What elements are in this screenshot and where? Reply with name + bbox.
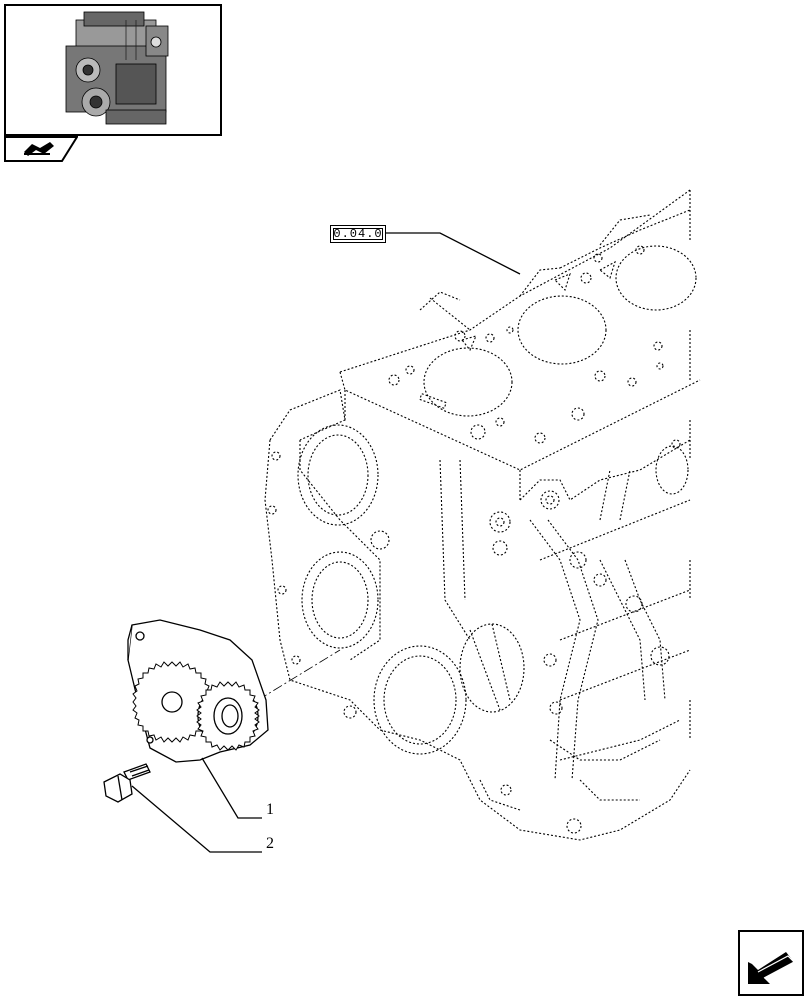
callout-1-leader xyxy=(201,757,262,819)
reference-label: 0.04.0 xyxy=(333,227,383,241)
next-page-arrow-icon xyxy=(748,952,795,984)
book-open-icon[interactable] xyxy=(4,136,78,162)
callout-1: 1 xyxy=(266,801,274,818)
bolt xyxy=(103,763,151,803)
next-page-button[interactable] xyxy=(738,930,804,996)
oil-pump xyxy=(127,619,269,763)
callout-2: 2 xyxy=(266,835,274,852)
callout-2-leader xyxy=(131,785,262,853)
reference-leader xyxy=(386,232,521,275)
reference-label-inner-border xyxy=(333,228,383,240)
engine-thumbnail-icon[interactable] xyxy=(4,4,222,136)
engine-block xyxy=(264,189,701,841)
reference-label-box[interactable]: 0.04.0 xyxy=(330,225,386,243)
